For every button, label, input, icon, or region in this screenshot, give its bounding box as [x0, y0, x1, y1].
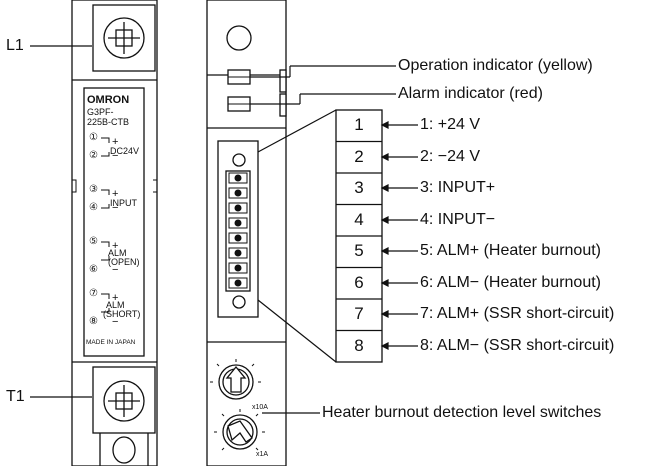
marker-2: ② — [89, 150, 98, 161]
leader-lines — [30, 45, 418, 414]
alm-short-label: ALM — [106, 300, 125, 310]
dc24v-label: DC24V — [110, 146, 140, 156]
rotary-switches — [210, 359, 265, 451]
model-line-1: G3PF- — [87, 107, 114, 117]
sign-4: − — [112, 202, 119, 214]
pin-number: 7 — [354, 304, 364, 323]
pin-number: 4 — [354, 210, 364, 229]
sign-8: − — [112, 316, 119, 328]
pin-description: 7: ALM+ (SSR short-circuit) — [420, 305, 615, 322]
sign-3: + — [112, 188, 119, 200]
alarm-indicator-label: Alarm indicator (red) — [398, 85, 543, 102]
l1-label: L1 — [6, 37, 24, 54]
x1a-label: x1A — [256, 451, 269, 458]
marker-4: ④ — [89, 202, 98, 213]
switches-label: Heater burnout detection level switches — [322, 404, 602, 421]
pin-number: 2 — [354, 147, 364, 166]
marker-6: ⑥ — [89, 264, 98, 275]
pin-number: 3 — [354, 178, 364, 197]
pin-number: 6 — [354, 273, 364, 292]
pin-description: 2: −24 V — [420, 148, 481, 165]
sign-2: − — [112, 150, 119, 162]
alm-open-sub: (OPEN) — [108, 257, 140, 267]
x10a-label: x10A — [252, 404, 268, 411]
marker-1: ① — [89, 132, 98, 143]
input-label: INPUT — [110, 198, 137, 208]
pin-description: 8: ALM− (SSR short-circuit) — [420, 337, 615, 354]
alm-open-label: ALM — [108, 248, 127, 258]
marker-8: ⑧ — [89, 316, 98, 327]
pin-number: 5 — [354, 241, 364, 260]
sign-6: − — [112, 264, 119, 276]
marker-7: ⑦ — [89, 288, 98, 299]
pin-description: 3: INPUT+ — [420, 179, 496, 196]
sign-7: + — [112, 292, 119, 304]
marker-5: ⑤ — [89, 236, 98, 247]
connector-pins — [228, 172, 248, 289]
model-line-2: 225B-CTB — [87, 117, 130, 127]
operation-indicator-label: Operation indicator (yellow) — [398, 57, 593, 74]
pin-description: 5: ALM+ (Heater burnout) — [420, 242, 601, 259]
pin-description: 4: INPUT− — [420, 211, 496, 228]
sign-1: + — [112, 136, 119, 148]
made-in-label: MADE IN JAPAN — [86, 339, 136, 346]
label-plate — [83, 87, 145, 357]
brand-logo-text: OMRON — [87, 94, 130, 106]
alm-short-sub: (SHORT) — [103, 309, 141, 319]
pin-number: 8 — [354, 336, 364, 355]
pin-description: 6: ALM− (Heater burnout) — [420, 274, 601, 291]
pin-number: 1 — [354, 115, 364, 134]
t1-label: T1 — [6, 388, 25, 405]
marker-3: ③ — [89, 184, 98, 195]
pin-table — [335, 109, 383, 363]
pin-description: 1: +24 V — [420, 116, 481, 133]
sign-5: + — [112, 240, 119, 252]
